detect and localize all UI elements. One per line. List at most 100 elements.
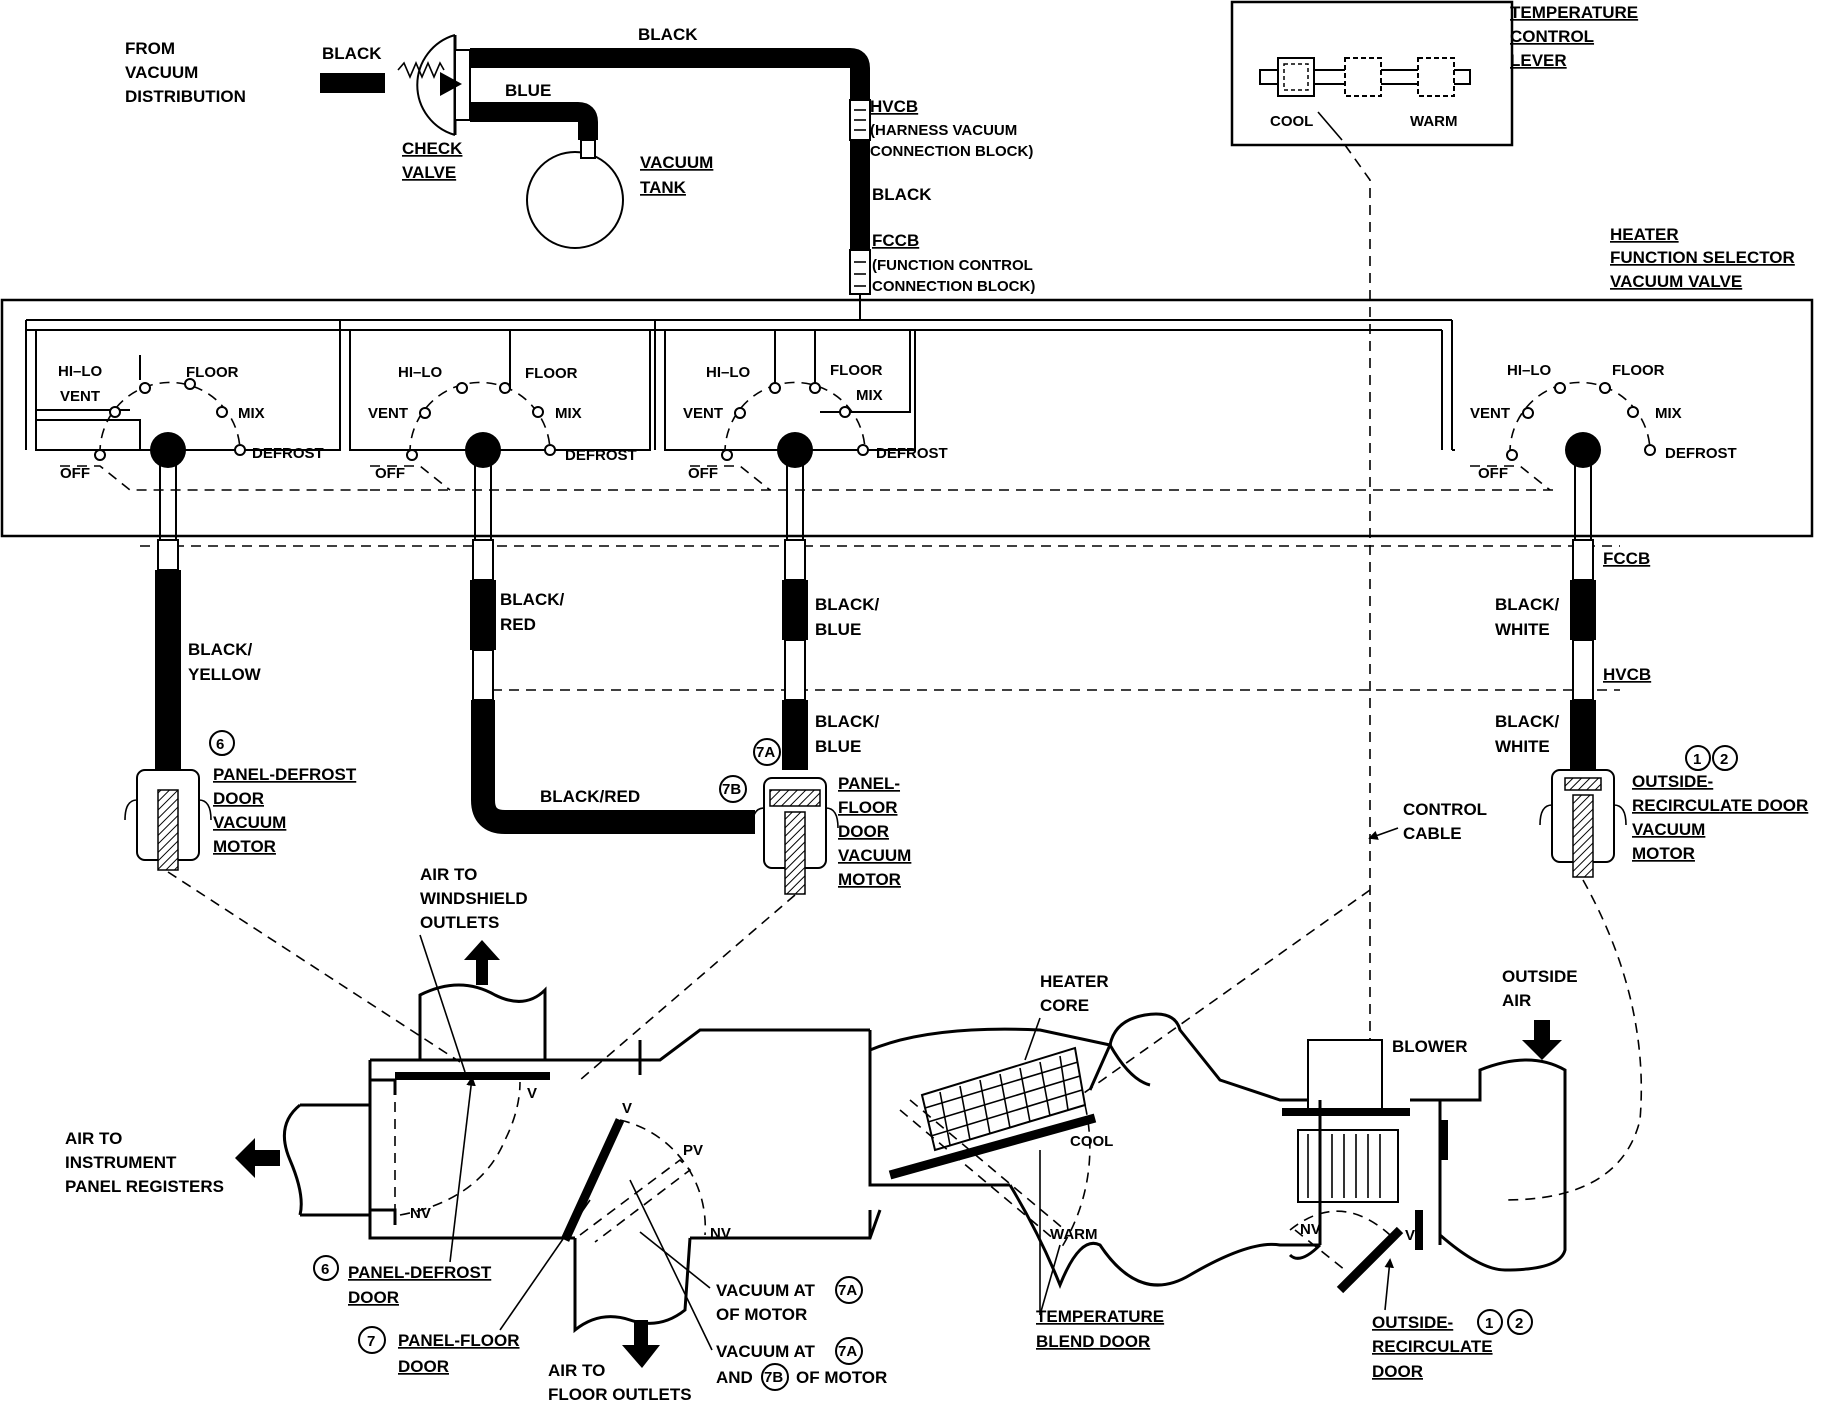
blend-warm-label: WARM [1050, 1226, 1098, 1243]
panel-floor-door-label-1: PANEL-FLOOR [398, 1331, 520, 1350]
lever-cool-label: COOL [1270, 113, 1313, 130]
hose-black-yellow [155, 539, 181, 791]
instrument-label-1: AIR TO [65, 1129, 122, 1148]
panel-defrost-motor-label-3: VACUUM [213, 813, 286, 832]
outside-recirc-door-label-1: OUTSIDE- [1372, 1313, 1453, 1332]
instrument-label-3: PANEL REGISTERS [65, 1177, 224, 1196]
temp-blend-label-2: BLEND DOOR [1036, 1332, 1150, 1351]
temp-control-title-3: LEVER [1510, 51, 1567, 70]
selector-unit-1: HI–LO VENT FLOOR MIX DEFROST OFF [35, 329, 370, 491]
outside-recirc-motor-label-4: MOTOR [1632, 844, 1695, 863]
floor-label-3: FLOOR [830, 362, 883, 379]
air-flow-arrows [235, 940, 1562, 1368]
panel-floor-door-label-2: DOOR [398, 1357, 449, 1376]
panel-floor-motor-label-3: DOOR [838, 822, 889, 841]
motor-7b-badge-num: 7B [722, 781, 741, 798]
vacuum-supply: FROM VACUUM DISTRIBUTION BLACK CHECK VAL… [125, 25, 1035, 295]
outside-air-arrow-icon [1522, 1020, 1562, 1060]
panel-defrost-motor-label-4: MOTOR [213, 837, 276, 856]
door-2-badge-num: 2 [1515, 1315, 1523, 1332]
floor-arrow-icon [622, 1320, 660, 1368]
motor-7a-badge [753, 738, 781, 766]
inlet-hose [320, 73, 385, 93]
mix-label-2: MIX [555, 405, 582, 422]
black-inlet-label: BLACK [322, 44, 382, 63]
floor-door-nv-label: NV [710, 1225, 731, 1242]
hvcb-label: HVCB [870, 97, 918, 116]
panel-defrost-motor-label-1: PANEL-DEFROST [213, 765, 357, 784]
black-blue-label-4: BLUE [815, 737, 861, 756]
from-vacuum-label-1: FROM [125, 39, 175, 58]
motor-6-badge [209, 730, 235, 756]
vac-7ab-badge-b-num: 7B [764, 1369, 783, 1386]
vacuum-tank [526, 151, 624, 249]
outside-recirculate-door [1289, 1210, 1404, 1294]
black-yellow-label-2: YELLOW [188, 665, 262, 684]
blower-label: BLOWER [1392, 1037, 1468, 1056]
fccb-connector [849, 249, 871, 295]
panel-defrost-vacuum-motor [124, 769, 212, 871]
motor-2-badge [1712, 745, 1738, 771]
recirc-nv-label: NV [1300, 1221, 1321, 1238]
hose-black-white [1570, 539, 1596, 770]
temp-control-title-2: CONTROL [1510, 27, 1594, 46]
selector-unit-3: HI–LO VENT FLOOR MIX DEFROST OFF [664, 329, 948, 491]
door-6-badge-num: 6 [321, 1261, 329, 1278]
defrost-label-1: DEFROST [252, 445, 324, 462]
panel-defrost-motor-label-2: DOOR [213, 789, 264, 808]
fccb-desc-1: (FUNCTION CONTROL [872, 257, 1033, 274]
door-7-badge [358, 1326, 386, 1354]
heater-core-label-1: HEATER [1040, 972, 1109, 991]
selector-title-2: FUNCTION SELECTOR [1610, 248, 1795, 267]
floor-label-1: FLOOR [186, 364, 239, 381]
floor-label-2: FLOOR [525, 365, 578, 382]
defrost-label-3: DEFROST [876, 445, 948, 462]
panel-defrost-door-label-2: DOOR [348, 1288, 399, 1307]
panel-floor-motor-label-2: FLOOR [838, 798, 898, 817]
vent-label-2: VENT [368, 405, 408, 422]
motor-2-badge-num: 2 [1720, 751, 1728, 768]
outside-recirc-motor-label-2: RECIRCULATE DOOR [1632, 796, 1808, 815]
from-vacuum-label-2: VACUUM [125, 63, 198, 82]
floor-outlets-label-1: AIR TO [548, 1361, 605, 1380]
defrost-label-4: DEFROST [1665, 445, 1737, 462]
vac-7ab-badge-a [835, 1337, 863, 1365]
temperature-control-lever: COOL WARM [1230, 0, 1514, 147]
hose-black-blue [782, 539, 808, 770]
vacuum-tank-label-2: TANK [640, 178, 687, 197]
vac-7ab-badge-a-num: 7A [838, 1343, 857, 1360]
door-1-badge [1477, 1309, 1503, 1335]
off-label-3: OFF [688, 465, 718, 482]
motor-6-badge-num: 6 [216, 736, 224, 753]
windshield-label-3: OUTLETS [420, 913, 499, 932]
vacuum-7a-label-1: VACUUM AT [716, 1281, 815, 1300]
panel-floor-motor-label-1: PANEL- [838, 774, 900, 793]
defrost-v-label: V [527, 1085, 537, 1102]
black-red-label-2: RED [500, 615, 536, 634]
instrument-arrow-icon [235, 1138, 280, 1178]
fccb-label: FCCB [872, 231, 919, 250]
floor-label-4: FLOOR [1612, 362, 1665, 379]
selector-title-3: VACUUM VALVE [1610, 272, 1742, 291]
windshield-arrow-icon [464, 940, 500, 985]
hvcb-connector [849, 99, 871, 141]
motor-linkage-lines [167, 871, 1643, 1201]
vacuum-7ab-and: AND [716, 1368, 753, 1387]
lever-warm-label: WARM [1410, 113, 1458, 130]
panel-floor-vacuum-motor [751, 777, 839, 895]
vac-7a-badge-num: 7A [838, 1282, 857, 1299]
black-top-label: BLACK [638, 25, 698, 44]
black-red-label-1: BLACK/ [500, 590, 564, 609]
door-1-badge-num: 1 [1485, 1315, 1493, 1332]
outside-recirc-door-label-2: RECIRCULATE [1372, 1337, 1493, 1356]
black-white-label-2: WHITE [1495, 620, 1550, 639]
windshield-label-1: AIR TO [420, 865, 477, 884]
outside-air-label-2: AIR [1502, 991, 1531, 1010]
hilo-label-1: HI–LO [58, 363, 103, 380]
hose-black-red [470, 539, 755, 834]
panel-floor-motor-label-5: MOTOR [838, 870, 901, 889]
off-label-2: OFF [375, 465, 405, 482]
off-label-1: OFF [60, 465, 90, 482]
blue-label: BLUE [505, 81, 551, 100]
